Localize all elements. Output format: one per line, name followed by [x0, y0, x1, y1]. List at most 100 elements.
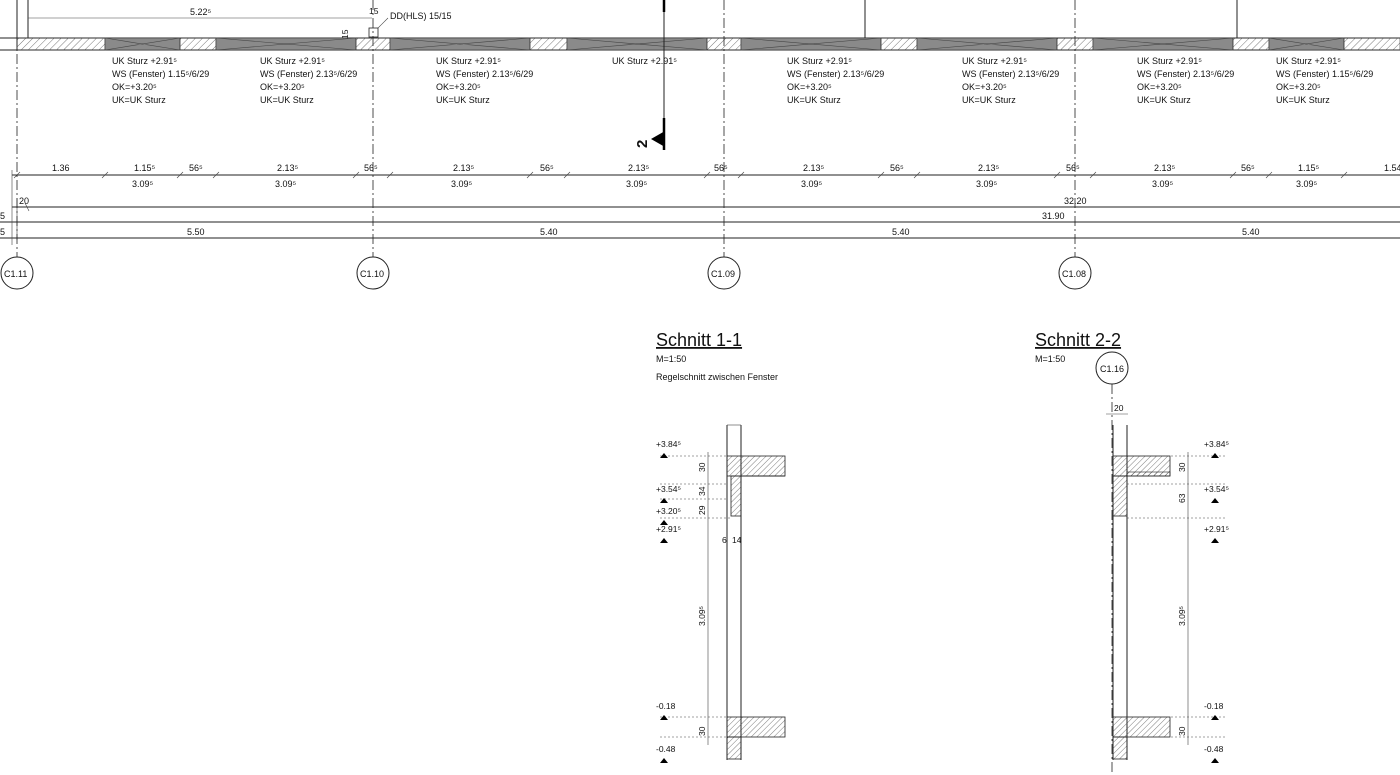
section-dimension: 34	[697, 486, 707, 496]
dimension-text: 56⁵	[540, 163, 554, 173]
dimension-tick	[1229, 171, 1237, 179]
wall-band	[16, 37, 1400, 51]
dimension-text: 2.13⁵	[628, 163, 650, 173]
floor-plan-strip: 5.22⁵ 15 15 DD(HLS) 15/15 2 UK Sturz +2.…	[0, 0, 1400, 290]
dimension-text: 1.36	[52, 163, 70, 173]
section-2-2: Schnitt 2-2 M=1:50 C1.16 20 +3.84⁵+3.54⁵…	[1035, 330, 1229, 775]
dimension-text: 56⁵	[1241, 163, 1255, 173]
section-dimension: 30	[1177, 726, 1187, 736]
section-1-scale: M=1:50	[656, 354, 686, 364]
dimension-text: 56⁵	[890, 163, 904, 173]
duct-label: DD(HLS) 15/15	[390, 11, 452, 21]
opening-label-line: UK Sturz +2.91⁵	[962, 56, 1027, 66]
opening-label-line: WS (Fenster) 2.13⁵/6/29	[787, 69, 884, 79]
svg-text:2: 2	[634, 140, 651, 148]
opening-label-line: UK=UK Sturz	[436, 95, 490, 105]
level-label: +3.54⁵	[1204, 484, 1229, 494]
opening-label-line: OK=+3.20⁵	[260, 82, 305, 92]
bay-dimension-text: 5.40	[1242, 227, 1260, 237]
dimension-tick	[1089, 171, 1097, 179]
level-label: +2.91⁵	[1204, 524, 1229, 534]
dimension-text: 3.09⁵	[1152, 179, 1174, 189]
opening-label-line: UK=UK Sturz	[1137, 95, 1191, 105]
opening-label-line: UK=UK Sturz	[260, 95, 314, 105]
dimension-tick	[1340, 171, 1348, 179]
section-dimension: 63	[1177, 493, 1187, 503]
level-label: +3.54⁵	[656, 484, 681, 494]
opening-label-line: UK Sturz +2.91⁵	[787, 56, 852, 66]
section-1-title: Schnitt 1-1	[656, 330, 742, 350]
level-label: -0.18	[1204, 701, 1224, 711]
level-marker	[660, 453, 668, 458]
section-dimension: 30	[697, 726, 707, 736]
dimension-text: 3.09⁵	[451, 179, 473, 189]
section-1-annotations: +3.84⁵+3.54⁵+3.20⁵+2.91⁵-0.18-0.48303429…	[656, 439, 742, 763]
dimension-chain-3: 20 32.20 5 31.90 5	[0, 170, 1400, 245]
section-dimension: 3.09⁵	[697, 606, 707, 626]
opening-label-line: OK=+3.20⁵	[1137, 82, 1182, 92]
grid-label-c116: C1.16	[1100, 364, 1124, 374]
level-label: +2.91⁵	[656, 524, 681, 534]
section-dimension: 6	[722, 535, 727, 545]
dimension-tick	[703, 171, 711, 179]
level-marker	[660, 520, 668, 525]
dimension-text: 56⁵	[364, 163, 378, 173]
opening-label-line: UK Sturz +2.91⁵	[112, 56, 177, 66]
level-marker	[1211, 498, 1219, 503]
dimension-tick	[212, 171, 220, 179]
dimension-tick	[526, 171, 534, 179]
dim-20: 20	[1114, 403, 1124, 413]
section-2-scale: M=1:50	[1035, 354, 1065, 364]
dimension-tick	[563, 171, 571, 179]
svg-text:5: 5	[0, 211, 5, 221]
section-dimension: 30	[1177, 462, 1187, 472]
section-2-title: Schnitt 2-2	[1035, 330, 1121, 350]
dimension-text: 3.09⁵	[626, 179, 648, 189]
grid-bubble-label: C1.11	[4, 269, 27, 279]
level-label: +3.84⁵	[656, 439, 681, 449]
opening-label-line: OK=+3.20⁵	[1276, 82, 1321, 92]
opening-label-line: UK Sturz +2.91⁵	[1276, 56, 1341, 66]
dimension-text: 2.13⁵	[453, 163, 475, 173]
level-marker	[1211, 538, 1219, 543]
dimension-text: 3.09⁵	[132, 179, 154, 189]
section-1-1: Schnitt 1-1 M=1:50 Regelschnitt zwischen…	[656, 330, 786, 763]
dimension-tick	[1053, 171, 1061, 179]
level-label: +3.20⁵	[656, 506, 681, 516]
opening-label-line: WS (Fenster) 1.15⁵/6/29	[1276, 69, 1373, 79]
grid-bubble	[707, 256, 741, 290]
dimension-text: 1.15⁵	[134, 163, 156, 173]
dimension-text: 2.13⁵	[978, 163, 1000, 173]
bay-dimension-text: 5.50	[187, 227, 205, 237]
opening-label-line: UK=UK Sturz	[787, 95, 841, 105]
dimension-text: 56⁵	[189, 163, 203, 173]
level-marker	[1211, 453, 1219, 458]
dimension-text: 3.09⁵	[275, 179, 297, 189]
dimension-text: 3.09⁵	[1296, 179, 1318, 189]
window-opening-labels: UK Sturz +2.91⁵ WS (Fenster) 1.15⁵/6/29OK…	[112, 56, 1373, 105]
opening-label-line: UK Sturz +2.91⁵	[436, 56, 501, 66]
dim-15-side: 15	[340, 29, 350, 39]
level-marker	[660, 538, 668, 543]
dimension-chain-1: 1.36 1.15⁵ 56⁵ 2.13⁵ 56⁵ 2.13⁵ 56⁵ 2.13⁵ 56⁵ 2.13…	[13, 163, 1400, 179]
dimension-text: 1.54	[1384, 163, 1400, 173]
opening-label-line: WS (Fenster) 2.13⁵/6/29	[260, 69, 357, 79]
opening-label-line: OK=+3.20⁵	[787, 82, 832, 92]
section-marker-2: 2	[634, 118, 666, 150]
dimension-text: 56⁵	[1066, 163, 1080, 173]
level-marker	[660, 498, 668, 503]
level-label: -0.48	[1204, 744, 1224, 754]
opening-label-line: UK Sturz +2.91⁵	[260, 56, 325, 66]
opening-label-line: UK Sturz +2.91⁵	[612, 56, 677, 66]
dimension-text: 2.13⁵	[803, 163, 825, 173]
section-dimension: 29	[697, 505, 707, 515]
dimension-tick	[737, 171, 745, 179]
dimension-text: 3.09⁵	[801, 179, 823, 189]
level-marker	[660, 758, 668, 763]
level-marker	[1211, 715, 1219, 720]
dimension-text: 3.09⁵	[976, 179, 998, 189]
opening-label-line: UK=UK Sturz	[962, 95, 1016, 105]
dimension-tick	[877, 171, 885, 179]
